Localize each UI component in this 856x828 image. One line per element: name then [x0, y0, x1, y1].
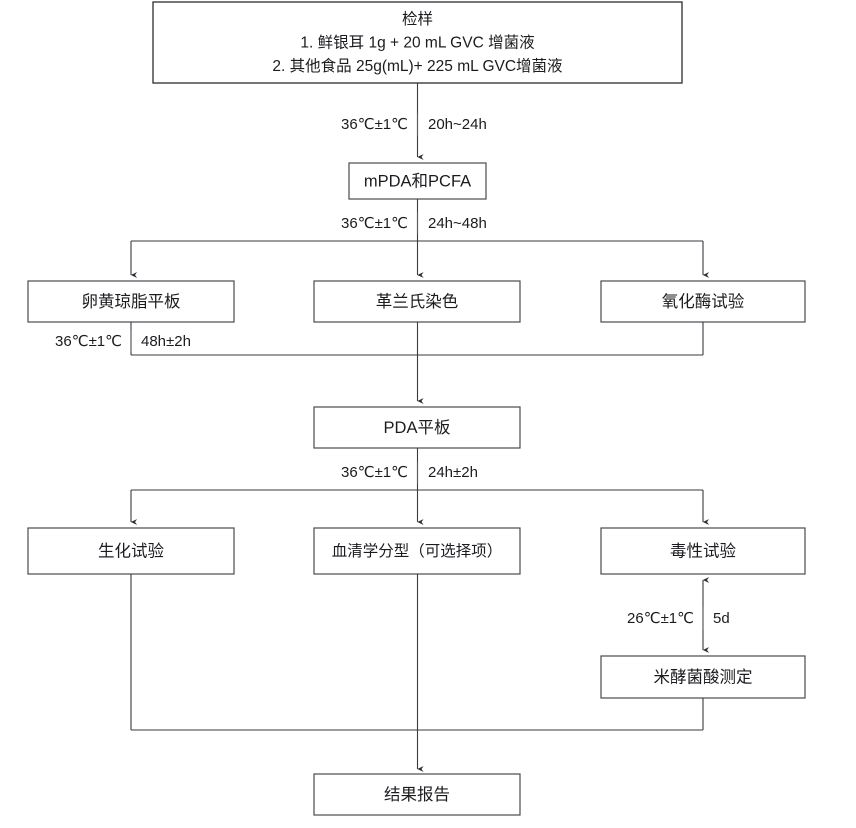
sample-line-1: 1. 鲜银耳 1g + 20 mL GVC 增菌液 [300, 34, 534, 52]
edge-sample-to-mpda-temperature: 36℃±1℃ [341, 116, 408, 133]
egg-yolk-agar-label: 卵黄琼脂平板 [82, 292, 181, 311]
gram-stain-label: 革兰氏染色 [376, 292, 459, 311]
edge-pda-to-tests-duration: 24h±2h [428, 464, 478, 481]
bongkrekic-acid-box-rect [600, 655, 806, 699]
toxicity-test-box-rect [600, 527, 806, 575]
oxidase-test-label: 氧化酶试验 [662, 292, 745, 311]
split-bar-lower [130, 489, 710, 525]
result-report-label: 结果报告 [384, 785, 450, 804]
edge-mpda-to-branches-temperature: 36℃±1℃ [341, 215, 408, 232]
node-result-report[interactable]: 结果报告 [313, 773, 521, 816]
node-biochemical-test[interactable]: 生化试验 [27, 527, 235, 575]
edge-sample-to-mpda: 36℃±1℃ 20h~24h [341, 83, 487, 160]
mpda-pcfa-label: mPDA和PCFA [364, 171, 471, 190]
edge-mpda-to-branches: 36℃±1℃ 24h~48h [341, 199, 487, 241]
sample-box-rect [152, 1, 683, 84]
pda-plate-box-rect [313, 406, 521, 449]
result-report-box-rect [313, 773, 521, 816]
mpda-pcfa-box-rect [348, 162, 487, 200]
pda-plate-label: PDA平板 [384, 418, 451, 437]
serotyping-label: 血清学分型（可选择项） [332, 542, 503, 560]
merge-bar-upper [130, 322, 704, 404]
biochemical-test-box-rect [27, 527, 235, 575]
edge-toxicity-to-bongkrekic-duration: 5d [713, 610, 730, 627]
split-bar-upper [130, 240, 710, 278]
node-oxidase-test[interactable]: 氧化酶试验 [600, 280, 806, 323]
biochemical-test-label: 生化试验 [98, 541, 165, 560]
sample-line-2: 2. 其他食品 25g(mL)+ 225 mL GVC增菌液 [272, 57, 562, 75]
node-toxicity-test[interactable]: 毒性试验 [600, 527, 806, 575]
node-egg-yolk-agar[interactable]: 卵黄琼脂平板 [27, 280, 235, 323]
edge-egg-yolk-duration: 48h±2h [141, 333, 191, 350]
edge-egg-yolk-to-pda-label: 36℃±1℃ 48h±2h [55, 330, 191, 352]
edge-sample-to-mpda-duration: 20h~24h [428, 116, 487, 133]
node-bongkrekic-acid[interactable]: 米酵菌酸测定 [600, 655, 806, 699]
oxidase-test-box-rect [600, 280, 806, 323]
bongkrekic-acid-label: 米酵菌酸测定 [654, 667, 753, 686]
node-serotyping[interactable]: 血清学分型（可选择项） [313, 527, 521, 575]
edge-pda-to-tests: 36℃±1℃ 24h±2h [341, 448, 478, 490]
edge-mpda-to-branches-duration: 24h~48h [428, 215, 487, 232]
edge-toxicity-to-bongkrekic-temperature: 26℃±1℃ [627, 610, 694, 627]
node-sample[interactable]: 检样 1. 鲜银耳 1g + 20 mL GVC 增菌液 2. 其他食品 25g… [152, 1, 683, 84]
edge-pda-to-tests-temperature: 36℃±1℃ [341, 464, 408, 481]
toxicity-test-label: 毒性试验 [670, 541, 737, 560]
serotyping-box-rect [313, 527, 521, 575]
egg-yolk-agar-box-rect [27, 280, 235, 323]
edge-toxicity-to-bongkrekic: 26℃±1℃ 5d [627, 577, 730, 653]
node-gram-stain[interactable]: 革兰氏染色 [313, 280, 521, 323]
gram-stain-box-rect [313, 280, 521, 323]
node-pda-plate[interactable]: PDA平板 [313, 406, 521, 449]
edge-egg-yolk-temperature: 36℃±1℃ [55, 333, 122, 350]
node-mpda-pcfa[interactable]: mPDA和PCFA [348, 162, 487, 200]
sample-heading: 检样 [402, 10, 433, 28]
merge-bar-lower [130, 574, 704, 772]
